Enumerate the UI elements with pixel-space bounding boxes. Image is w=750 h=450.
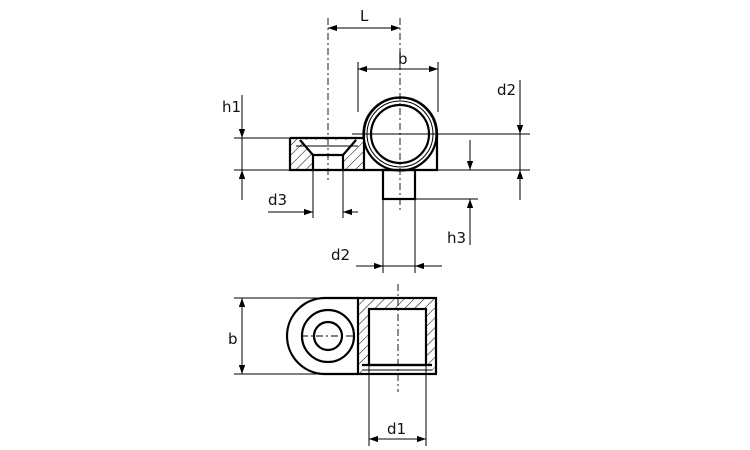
label-L: L [360,7,369,25]
dim-b-top: b [357,50,439,112]
side-view [288,18,530,212]
label-b-top: b [398,50,408,68]
dim-d2-bottom: d2 [331,199,442,273]
label-d1: d1 [387,420,406,438]
dim-h1: h1 [222,95,290,200]
plan-view [285,284,438,392]
dim-d3: d3 [268,170,358,218]
dim-L: L [328,7,400,32]
label-d3: d3 [268,191,287,209]
label-b-left: b [228,330,238,348]
label-h1: h1 [222,98,241,116]
dim-h3: h3 [415,140,478,247]
label-d2-bottom: d2 [331,246,350,264]
label-h3: h3 [447,229,466,247]
label-d2-right: d2 [497,81,516,99]
bore-cavity [369,309,426,365]
pin [381,168,417,201]
dim-d1: d1 [368,365,427,446]
dim-d2-right: d2 [437,80,530,200]
lug-outline [285,296,358,376]
dim-b-left: b [228,297,325,375]
